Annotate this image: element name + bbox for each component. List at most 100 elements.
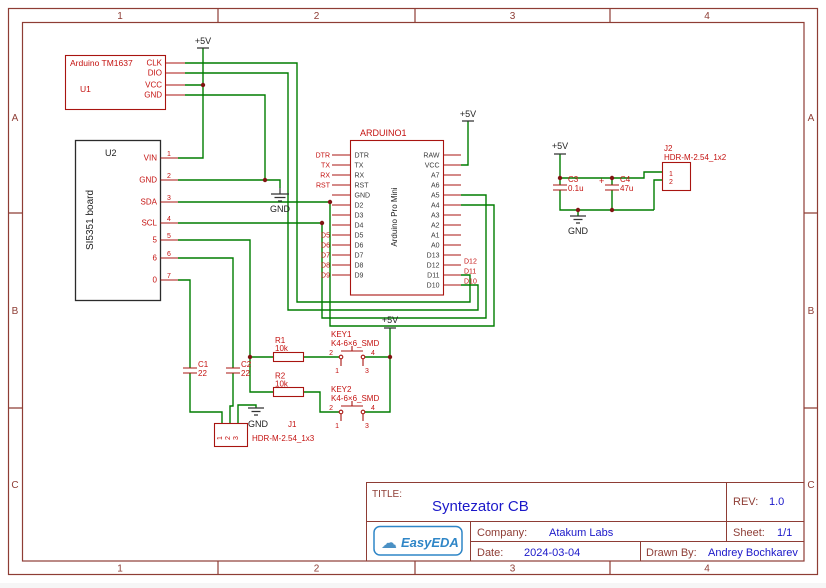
frame-col-label: 3 — [510, 11, 516, 22]
component-j1[interactable]: 1 2 3 J1 HDR-M-2.54_1x3 — [213, 420, 315, 448]
component-key2[interactable]: KEY2 K4-6×6_SMD 2 4 1 3 — [329, 385, 379, 430]
c1-ref: C1 — [198, 360, 209, 369]
arduino-net-label: D5 — [321, 233, 330, 240]
component-c2[interactable]: C2 22 — [226, 360, 252, 378]
frame-col-label: 4 — [704, 564, 710, 575]
component-c4[interactable]: + C4 47u — [599, 175, 633, 193]
rev-value: 1.0 — [769, 496, 784, 508]
j1-pin-number: 1 — [217, 436, 224, 440]
key1-contact — [338, 354, 344, 360]
junction-dot — [200, 82, 206, 88]
sheet-frame: 1 2 3 4 1 2 3 4 A B C A B C — [7, 7, 819, 576]
component-c3[interactable]: C3 0.1u — [553, 175, 584, 193]
arduino-pin: D11 — [427, 273, 439, 280]
wire-j1-gnd — [237, 404, 257, 423]
easyeda-logo: ☁ EasyEDA — [373, 525, 463, 556]
j2-pin-number: 1 — [669, 171, 673, 178]
component-u2-si5351[interactable]: U2 SI5351 board VIN GND SDA SCL 5 6 0 1 … — [74, 139, 179, 302]
gnd-symbol — [248, 407, 264, 416]
u2-name: SI5351 board — [85, 190, 96, 250]
c3-plates — [553, 184, 567, 191]
easyeda-logo-text: EasyEDA — [401, 535, 459, 550]
component-r1[interactable]: R1 10k — [272, 336, 305, 363]
component-r2[interactable]: R2 10k — [272, 372, 305, 398]
component-j2[interactable]: 1 2 J2 HDR-M-2.54_1x2 — [661, 144, 727, 192]
key1-contact — [360, 354, 366, 360]
j1-ref: J1 — [288, 420, 297, 429]
arduino-pin: A5 — [431, 193, 440, 200]
wire-gnd-left — [178, 94, 281, 188]
arduino-pin: A3 — [431, 213, 440, 220]
key2-pin-number: 1 — [335, 423, 339, 430]
junction-dot — [575, 207, 581, 213]
title-block: TITLE: Syntezator CB REV: 1.0 Company: A… — [366, 482, 805, 562]
u1-body[interactable] — [64, 54, 167, 111]
frame-row-label: B — [808, 306, 815, 317]
component-c1[interactable]: C1 22 — [183, 360, 209, 378]
sheet-title: Syntezator CB — [432, 498, 529, 515]
plus5v-label: +5V — [460, 109, 476, 119]
u2-pin-stubs — [160, 157, 178, 281]
arduino-right-stubs — [444, 154, 461, 286]
arduino-pin: A6 — [431, 183, 440, 190]
key2-pin-number: 2 — [329, 405, 333, 412]
arduino-name: Arduino Pro Mini — [390, 187, 399, 246]
frame-col-label: 2 — [314, 11, 320, 22]
arduino-pin: D7 — [355, 253, 364, 260]
arduino-body[interactable] — [349, 139, 445, 296]
key1-pin-number: 2 — [329, 350, 333, 357]
key2-contact — [360, 409, 366, 415]
c2-value: 22 — [241, 369, 250, 378]
arduino-pin: D2 — [355, 203, 364, 210]
c1-plates — [183, 367, 197, 374]
arduino-pin: D3 — [355, 213, 364, 220]
r2-value: 10k — [275, 380, 289, 389]
u2-body[interactable] — [74, 139, 162, 302]
arduino-pin: A1 — [431, 233, 440, 240]
arduino-pin: D10 — [427, 283, 440, 290]
u2-pin-gnd: GND — [139, 176, 157, 185]
u2-ref: U2 — [105, 148, 117, 158]
arduino-net-label: TX — [321, 163, 330, 170]
frame-row-label: C — [807, 480, 814, 491]
u1-pin-stubs — [165, 62, 185, 96]
key1-pin-number: 1 — [335, 368, 339, 375]
arduino-net-label: D9 — [321, 273, 330, 280]
frame-col-label: 1 — [117, 564, 123, 575]
r1-body[interactable] — [272, 351, 305, 363]
j1-body[interactable] — [213, 422, 249, 448]
c2-plates — [226, 367, 240, 374]
key2-pin-number: 3 — [365, 423, 369, 430]
wire-pin0-c1-j1 — [178, 279, 223, 423]
frame-col-label: 2 — [314, 564, 320, 575]
frame-inner — [21, 21, 805, 562]
arduino-net-label: D7 — [321, 253, 330, 260]
component-key1[interactable]: KEY1 K4-6×6_SMD 2 4 1 3 — [329, 330, 379, 375]
u2-pin-number: 6 — [167, 251, 171, 258]
j2-value: HDR-M-2.54_1x2 — [664, 153, 727, 162]
j2-body[interactable] — [661, 161, 692, 192]
u2-pin-6: 6 — [153, 254, 158, 263]
u1-pin-dio: DIO — [148, 69, 162, 78]
j1-value: HDR-M-2.54_1x3 — [252, 434, 315, 443]
arduino-ref: ARDUINO1 — [360, 128, 407, 138]
u2-pin-number: 2 — [167, 173, 171, 180]
drawn-by-label: Drawn By: — [646, 547, 697, 559]
arduino-pin: A2 — [431, 223, 440, 230]
arduino-pin: A7 — [431, 173, 440, 180]
company-value: Atakum Labs — [549, 527, 614, 539]
wire-pin5-resistors — [178, 239, 274, 393]
arduino-pin: VCC — [425, 163, 440, 170]
r1-value: 10k — [275, 344, 289, 353]
u2-pin-sda: SDA — [141, 198, 158, 207]
date-label: Date: — [477, 547, 503, 559]
component-u1-tm1637[interactable]: Arduino TM1637 U1 CLK DIO VCC GND — [64, 54, 186, 111]
frame-col-label: 4 — [704, 11, 710, 22]
junction-dot — [557, 175, 563, 181]
wire-u1dio-d10 — [185, 72, 479, 311]
component-arduino-pro-mini[interactable]: ARDUINO1 Arduino Pro Mini DTR TX RX RST … — [316, 128, 477, 296]
wire-r2-key2 — [303, 391, 339, 413]
frame-outer — [7, 7, 819, 576]
arduino-pin: D9 — [355, 273, 364, 280]
r2-body[interactable] — [272, 386, 305, 398]
